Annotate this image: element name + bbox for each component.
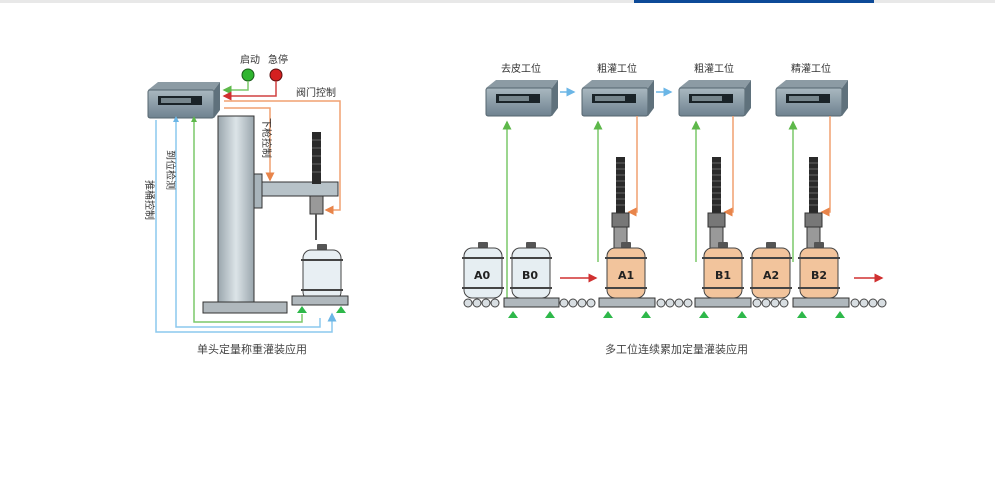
scale-platform: [694, 297, 752, 308]
estop-label: 急停: [268, 53, 288, 66]
rough-fill-station-indicator: [678, 79, 752, 117]
valve-control-line: [224, 100, 341, 215]
conveyor-rollers: [463, 298, 887, 308]
scale-platform: [792, 297, 850, 308]
load-cell-icons: [508, 311, 845, 318]
arm-bracket: [253, 173, 263, 209]
valve-control-line: [723, 116, 734, 217]
valve-control-line: [627, 116, 638, 217]
start-button-icon: [241, 68, 255, 82]
barrel-single: [300, 243, 344, 301]
valve-control-line: [820, 116, 831, 217]
start-label: 启动: [240, 53, 260, 66]
load-cell-icon: [336, 306, 346, 313]
multi-station-filling-diagram: 去皮工位 粗灌工位 粗灌工位 精灌工位: [461, 62, 887, 356]
filling-gun: [309, 132, 324, 240]
estop-signal-line: [222, 81, 277, 101]
gun-down-line: [224, 107, 275, 182]
single-head-filling-diagram: 启动 急停 阀门控制 下枪控制: [143, 53, 349, 356]
station-label: 精灌工位: [791, 62, 831, 75]
scale-platform: [598, 297, 656, 308]
rough-fill-station-indicator: [581, 79, 655, 117]
barrel-label: B1: [715, 269, 731, 282]
left-caption: 单头定量称重灌装应用: [197, 342, 307, 356]
machine-base: [202, 301, 288, 314]
barrel-label: A2: [763, 269, 779, 282]
station-label: 粗灌工位: [694, 62, 734, 75]
load-cell-icon: [297, 306, 307, 313]
tray-control-line: [155, 120, 337, 333]
position-detect-line: [175, 120, 321, 328]
estop-button-icon: [269, 68, 283, 82]
scale-platform: [291, 295, 349, 306]
valve-control-label: 阀门控制: [296, 86, 336, 99]
fine-fill-station-indicator: [775, 79, 849, 117]
start-signal-line: [222, 81, 249, 95]
barrel-label: B0: [522, 269, 538, 282]
load-cell-signal-line: [193, 120, 303, 323]
machine-arm: [261, 181, 339, 197]
barrel-label: B2: [811, 269, 827, 282]
tare-station-indicator: [485, 79, 559, 117]
right-caption: 多工位连续累加定量灌装应用: [605, 342, 748, 356]
weighing-indicator: [147, 81, 221, 119]
scale-platform: [503, 297, 560, 308]
station-label: 去皮工位: [501, 62, 541, 75]
station-label: 粗灌工位: [597, 62, 637, 75]
machine-pillar: [217, 115, 255, 303]
barrel-label: A1: [618, 269, 634, 282]
position-detect-label: 到位检测: [164, 150, 177, 190]
barrel-label: A0: [474, 269, 491, 282]
top-border: [0, 0, 995, 3]
tray-control-label: 推桶控制: [143, 180, 156, 220]
active-tab-indicator: [634, 0, 874, 3]
gun-down-label: 下枪控制: [260, 118, 273, 158]
